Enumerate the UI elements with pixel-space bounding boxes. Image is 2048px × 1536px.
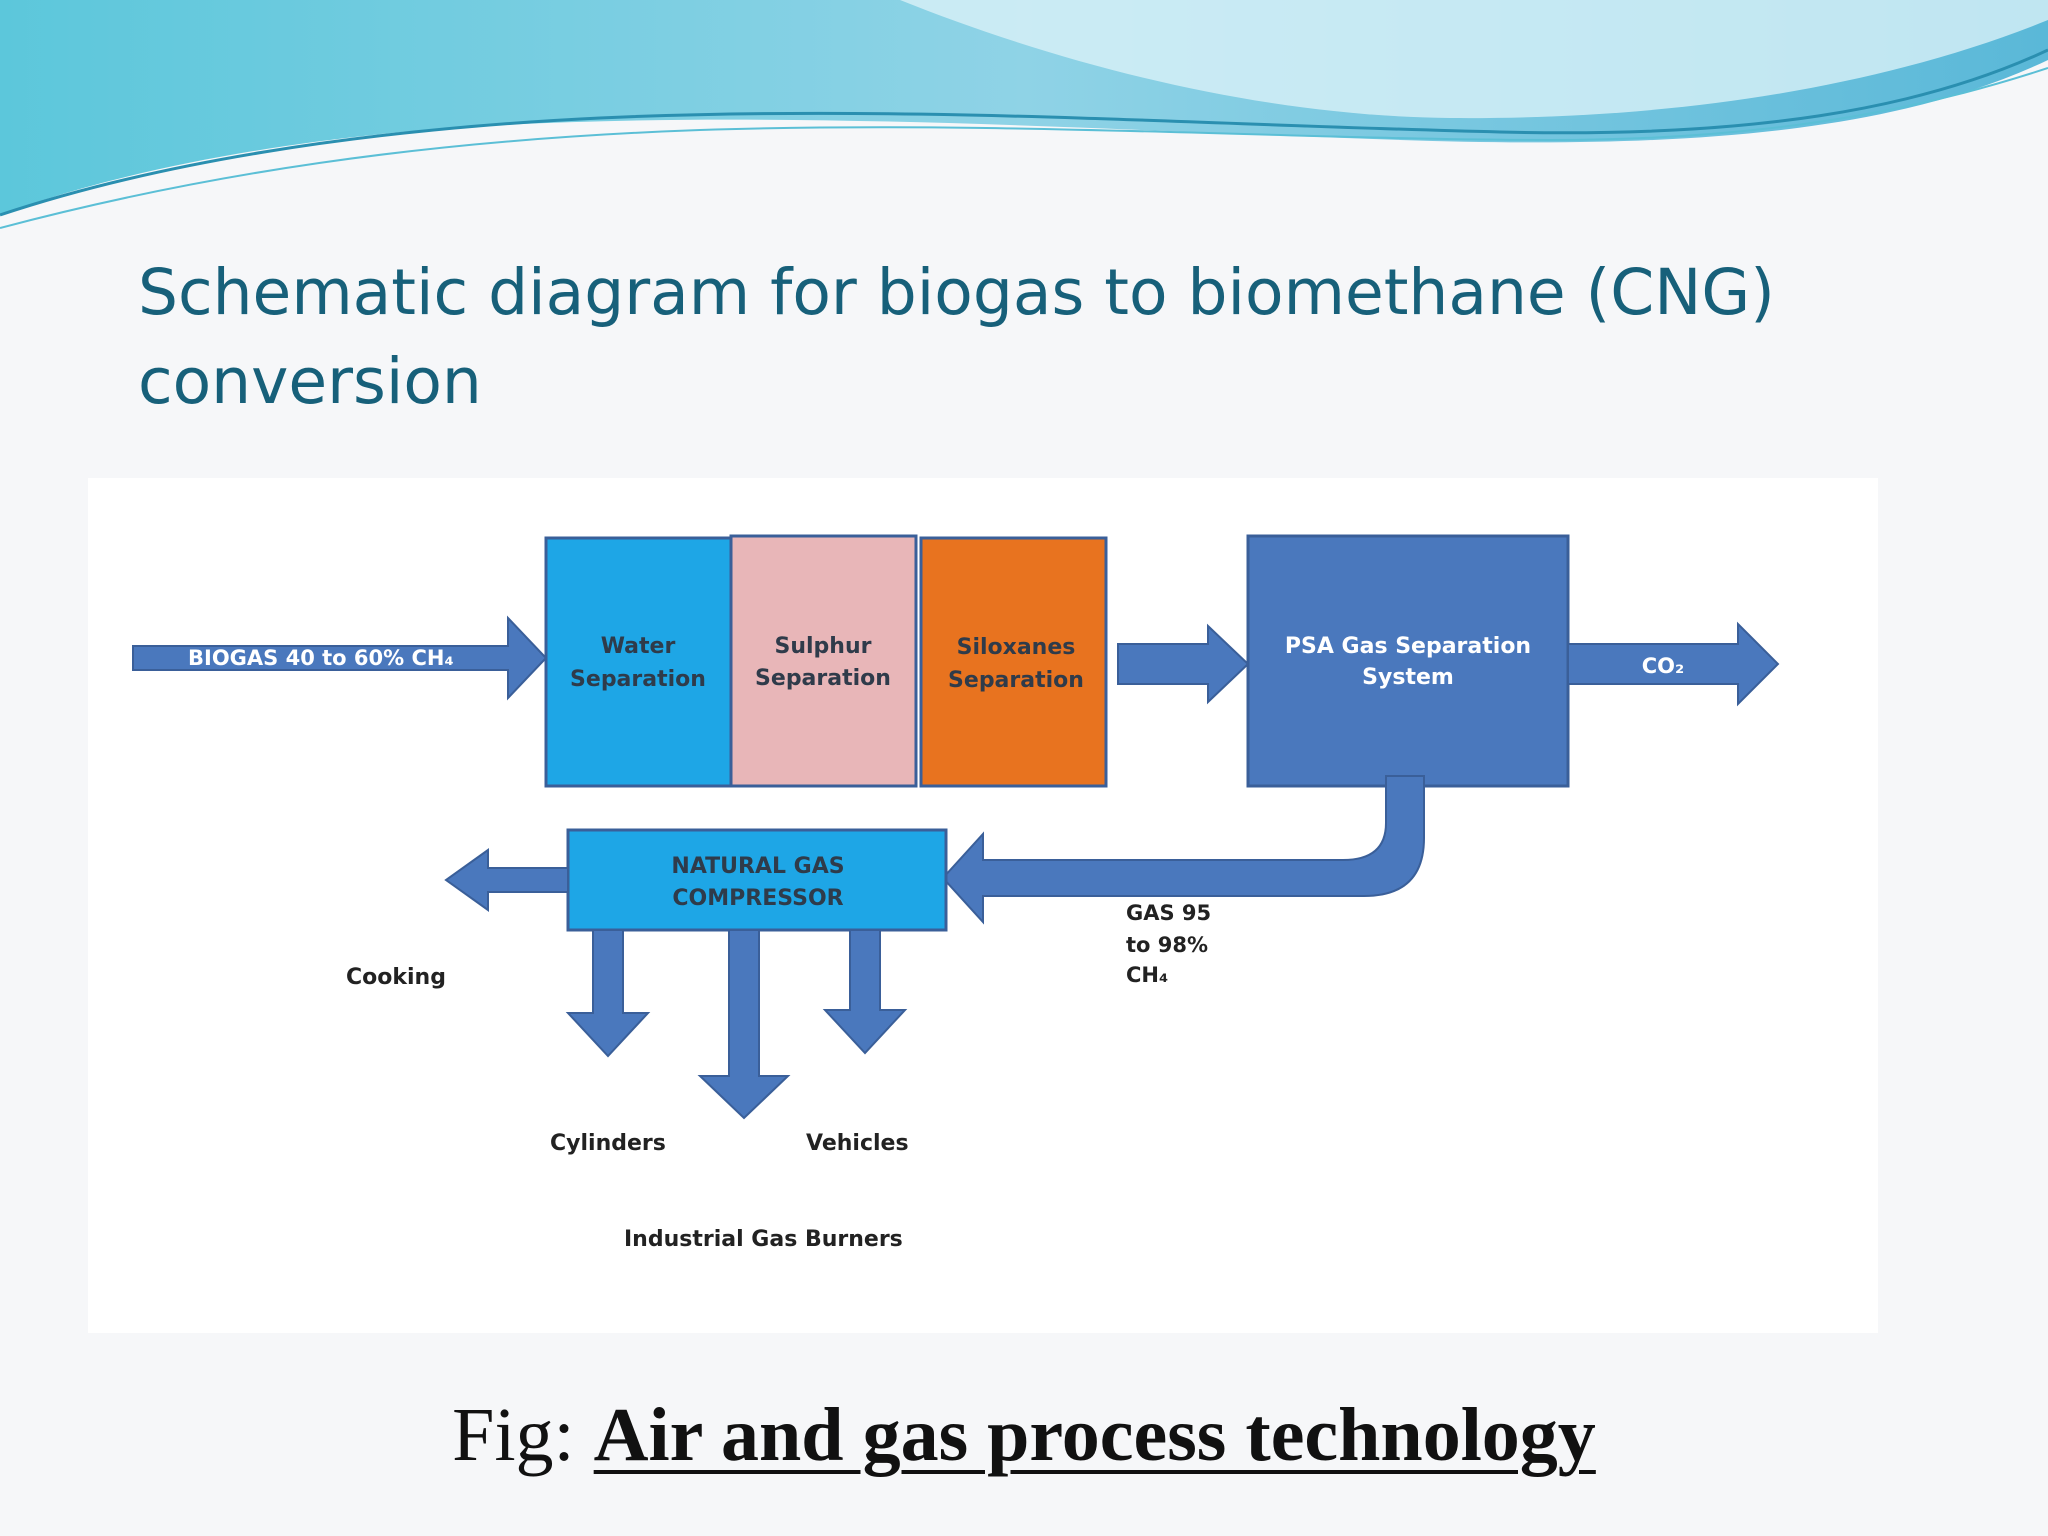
gas-purity-line-2: to 98% — [1126, 933, 1208, 957]
compressor-label-line-2: COMPRESSOR — [672, 886, 843, 911]
wave-banner — [0, 0, 2048, 229]
industrial-arrow — [697, 929, 791, 1120]
gas-purity-line-3: CH₄ — [1126, 963, 1168, 987]
caption-title: Air and gas process technology — [593, 1393, 1596, 1477]
water-separation-block — [544, 536, 733, 788]
co2-label: CO₂ — [1642, 654, 1684, 678]
psa-label-line-1: PSA Gas Separation — [1285, 634, 1531, 659]
water-separation-line-1: Water — [601, 634, 676, 659]
industrial-burners-label: Industrial Gas Burners — [624, 1227, 903, 1252]
sulphur-separation-line-2: Separation — [755, 666, 891, 691]
vehicles-label: Vehicles — [806, 1131, 909, 1156]
cooking-label: Cooking — [346, 965, 446, 990]
psa-label-line-2: System — [1362, 665, 1454, 690]
slide-title-line-1: Schematic diagram for biogas to biometha… — [138, 256, 1775, 329]
siloxanes-separation-line-2: Separation — [948, 668, 1084, 693]
sulphur-separation-block — [729, 534, 918, 788]
cooking-arrow — [444, 848, 569, 912]
slide-title: Schematic diagram for biogas to biometha… — [138, 248, 1898, 426]
sulphur-separation-line-1: Sulphur — [775, 634, 872, 659]
gas-purity-line-1: GAS 95 — [1126, 901, 1211, 925]
figure-caption: Fig: Air and gas process technology — [0, 1392, 2048, 1479]
siloxanes-separation-line-1: Siloxanes — [957, 635, 1076, 660]
slide-title-line-2: conversion — [138, 345, 482, 418]
biogas-input-label: BIOGAS 40 to 60% CH₄ — [188, 646, 454, 670]
vehicles-arrow — [822, 929, 908, 1055]
compressor-label-line-1: NATURAL GAS — [671, 854, 844, 879]
cylinders-arrow — [565, 929, 651, 1058]
biogas-input-arrow — [132, 615, 548, 701]
psa-to-compressor-arrow — [941, 775, 1425, 925]
process-diagram: BIOGAS 40 to 60% CH₄ Water Separation Su… — [88, 478, 1878, 1333]
cylinders-label: Cylinders — [550, 1131, 666, 1156]
water-separation-line-2: Separation — [570, 667, 706, 692]
stage-to-psa-arrow — [1117, 623, 1250, 705]
co2-output-arrow — [1567, 621, 1780, 707]
natural-gas-compressor-block — [566, 828, 948, 932]
psa-gas-separation-block — [1246, 534, 1570, 788]
caption-prefix: Fig: — [452, 1393, 594, 1477]
siloxanes-separation-block — [919, 536, 1108, 788]
